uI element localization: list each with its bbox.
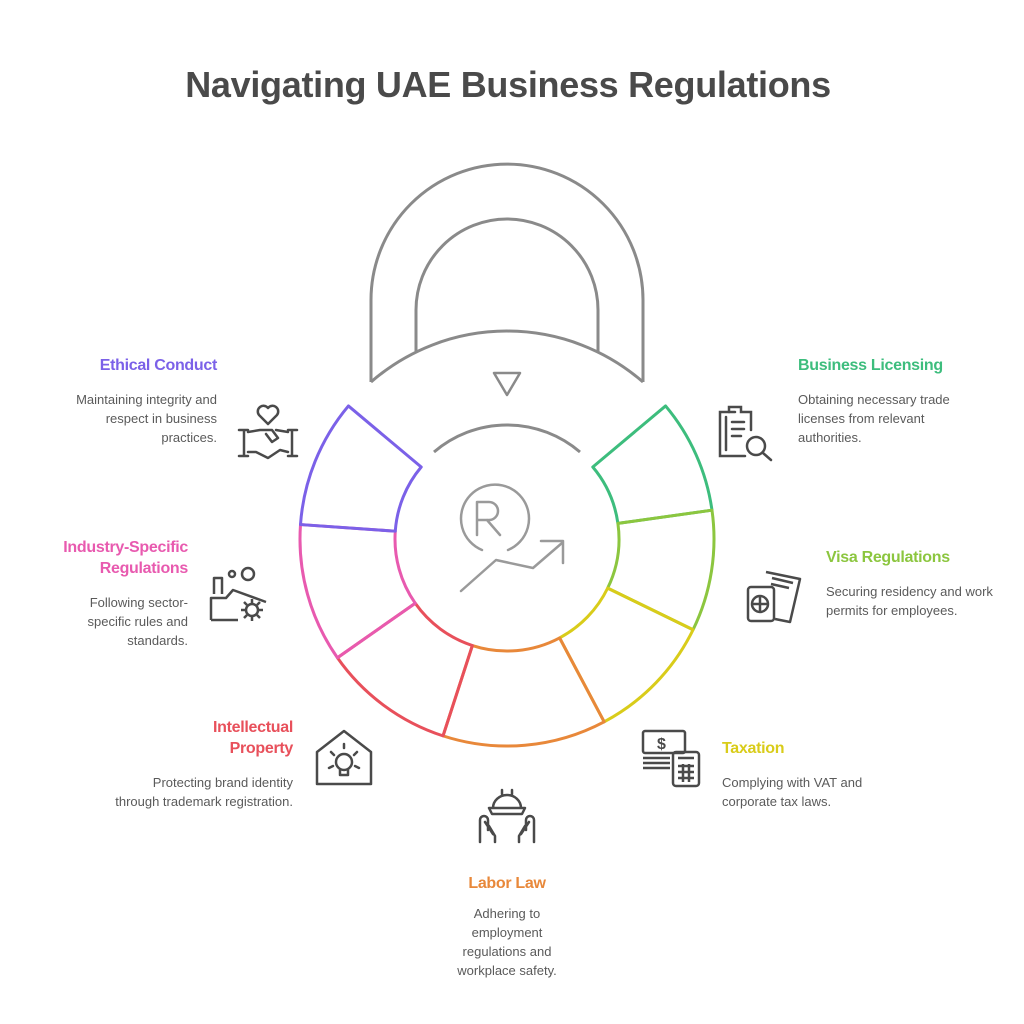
ring-segment-industry-specific-regulations: [298, 523, 417, 660]
ring-segment-visa-regulations: [606, 508, 716, 632]
section-description: Maintaining integrity and respect in bus…: [76, 392, 217, 445]
lock-shackle-outer: [369, 162, 645, 382]
section-business-licensing: Business Licensing Obtaining necessary t…: [798, 355, 998, 447]
house-lightbulb-icon: [315, 729, 373, 786]
section-visa-regulations: Visa Regulations Securing residency and …: [826, 547, 1016, 620]
section-description: Obtaining necessary trade licenses from …: [798, 392, 950, 445]
hands-helmet-icon: [478, 788, 536, 844]
factory-gear-icon: [209, 566, 267, 622]
section-description: Securing residency and work permits for …: [826, 584, 993, 618]
section-title: Industry-Specific Regulations: [63, 539, 188, 577]
section-description: Adhering to employment regulations and w…: [457, 906, 557, 978]
triangle-down-icon: [492, 371, 522, 397]
section-description: Following sector-specific rules and stan…: [87, 595, 188, 648]
section-title: Labor Law: [468, 875, 546, 892]
page-title: Navigating UAE Business Regulations: [185, 64, 831, 105]
section-description: Protecting brand identity through tradem…: [115, 775, 293, 809]
ring-segment-taxation: [558, 586, 695, 724]
ring-segment-ethical-conduct: [299, 404, 423, 533]
money-calculator-icon: $: [641, 729, 701, 788]
section-taxation: Taxation Complying with VAT and corporat…: [722, 738, 922, 811]
section-description: Complying with VAT and corporate tax law…: [722, 775, 863, 809]
registered-trademark-growth-icon: [459, 483, 565, 593]
lock-top-inner-arc: [433, 423, 581, 454]
svg-text:$: $: [657, 736, 666, 753]
lock-shackle-inner: [414, 217, 600, 352]
ring-segment-business-licensing: [591, 404, 714, 525]
section-title: Ethical Conduct: [99, 357, 218, 374]
ring-segment-labor-law: [441, 636, 606, 748]
section-ethical-conduct: Ethical Conduct Maintaining integrity an…: [60, 355, 217, 447]
section-title: Intellectual Property: [213, 719, 293, 757]
section-title: Taxation: [722, 740, 785, 757]
section-labor-law: Labor Law Adhering to employment regulat…: [407, 873, 607, 980]
ring-segment-intellectual-property: [335, 601, 474, 738]
passport-ticket-icon: [746, 570, 802, 624]
heart-handshake-icon: [237, 404, 299, 460]
section-intellectual-property: Intellectual Property Protecting brand i…: [110, 717, 293, 811]
section-title: Visa Regulations: [826, 549, 950, 566]
lock-top-outer-arc: [370, 329, 644, 384]
section-industry-specific-regulations: Industry-Specific Regulations Following …: [20, 537, 188, 650]
section-title: Business Licensing: [798, 357, 943, 374]
clipboard-search-icon: [718, 405, 773, 462]
